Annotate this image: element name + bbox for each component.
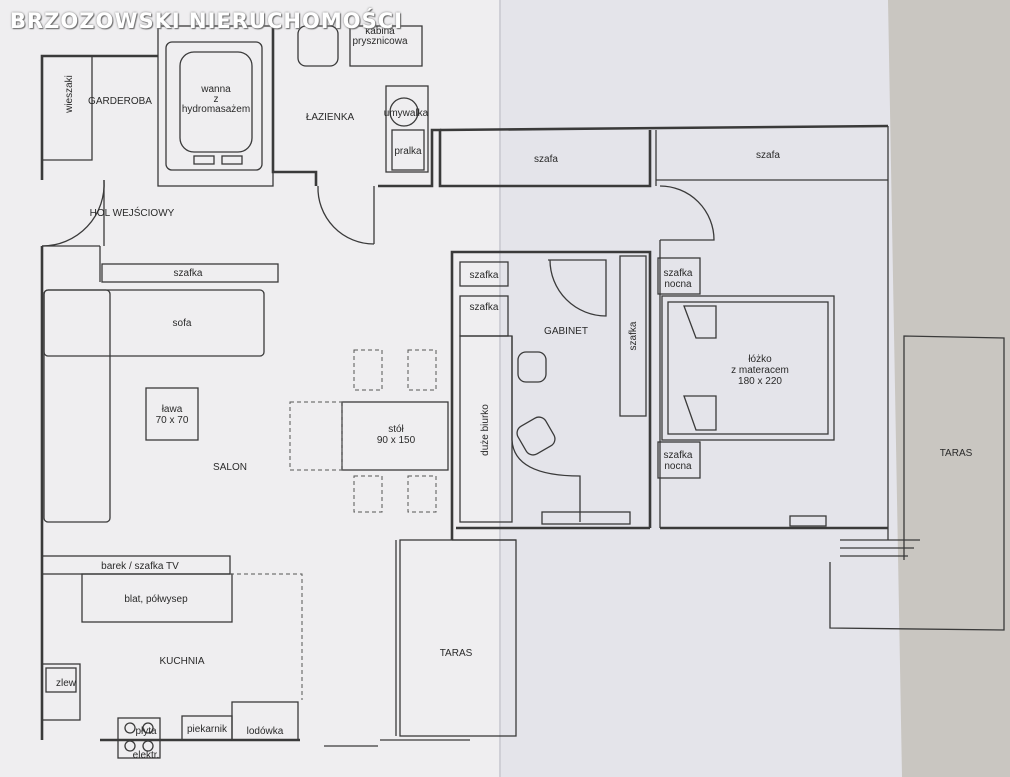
- label-szafka-gab-3: szafka: [628, 321, 639, 350]
- label-szafa-1: szafa: [534, 154, 558, 165]
- label-barek: barek / szafka TV: [101, 561, 179, 572]
- label-kuchnia: KUCHNIA: [159, 656, 204, 667]
- label-szafa-2: szafa: [756, 150, 780, 161]
- room-labels: GARDEROBA wieszaki wanna z hydromasażem …: [56, 26, 973, 761]
- label-lozko-3: 180 x 220: [738, 376, 782, 387]
- label-garderoba: GARDEROBA: [88, 96, 152, 107]
- label-lozko-1: łóżko: [748, 354, 772, 365]
- paper-left: [0, 0, 500, 777]
- paper-right: [500, 0, 902, 777]
- label-lodowka: lodówka: [247, 726, 284, 737]
- label-salon: SALON: [213, 462, 247, 473]
- label-piekarnik: piekarnik: [187, 724, 228, 735]
- label-kabina-2: prysznicowa: [352, 36, 407, 47]
- label-szafka-nocna-2b: nocna: [664, 461, 692, 472]
- label-kabina-1: kabina: [365, 26, 395, 37]
- label-wanna-2: z: [214, 94, 219, 105]
- label-szafka-hol: szafka: [174, 268, 203, 279]
- label-wanna-3: hydromasażem: [182, 104, 250, 115]
- label-wanna-1: wanna: [200, 84, 231, 95]
- label-blat: blat, półwysep: [124, 594, 188, 605]
- label-szafka-nocna-2a: szafka: [664, 450, 693, 461]
- label-umywalka: umywalka: [384, 108, 429, 119]
- label-stol-1: stół: [388, 424, 404, 435]
- label-plyta-2: elektr.: [133, 750, 160, 761]
- label-lawa-2: 70 x 70: [156, 415, 189, 426]
- walls: [40, 25, 1005, 759]
- label-lawa-1: ława: [162, 404, 183, 415]
- label-gabinet: GABINET: [544, 326, 588, 337]
- label-hol: HOL WEJŚCIOWY: [90, 206, 175, 219]
- label-wieszaki: wieszaki: [64, 75, 75, 114]
- label-zlew: zlew: [56, 678, 77, 689]
- label-lozko-2: z materacem: [731, 365, 789, 376]
- label-szafka-gab-2: szafka: [470, 302, 499, 313]
- label-szafka-gab-1: szafka: [470, 270, 499, 281]
- label-stol-2: 90 x 150: [377, 435, 416, 446]
- label-lazienka: ŁAZIENKA: [306, 112, 355, 123]
- watermark: BRZOZOWSKI NIERUCHOMOŚCI: [10, 9, 403, 33]
- label-taras-mid: TARAS: [440, 648, 473, 659]
- label-sofa: sofa: [173, 318, 192, 329]
- label-biurko: duże biurko: [480, 404, 491, 456]
- label-szafka-nocna-1a: szafka: [664, 268, 693, 279]
- label-taras-right: TARAS: [940, 448, 973, 459]
- label-pralka: pralka: [394, 146, 422, 157]
- label-plyta-1: płyta: [135, 726, 157, 737]
- label-szafka-nocna-1b: nocna: [664, 279, 692, 290]
